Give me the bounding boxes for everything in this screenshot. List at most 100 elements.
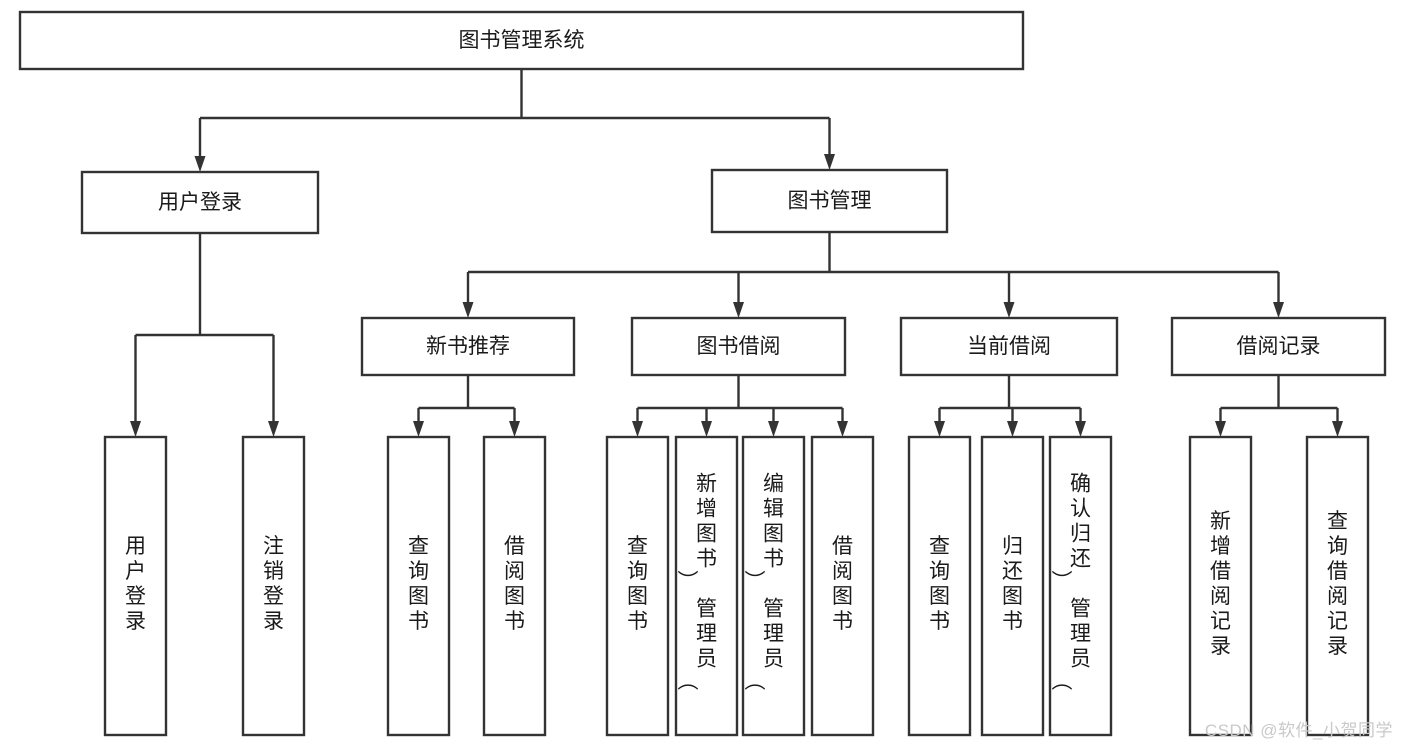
node-l4-leaf-bb-add[interactable]: 新增图书（管理员） — [674, 435, 739, 737]
arrow-head-icon — [509, 421, 520, 437]
node-l3-new-book-recommend[interactable]: 新书推荐 — [360, 316, 576, 377]
connector-arrow-leaf-cb-return — [1007, 421, 1018, 437]
node-l3-book-borrow[interactable]: 图书借阅 — [630, 316, 847, 377]
connector-arrow-new-book-recommend — [462, 302, 474, 318]
arrow-head-icon — [632, 421, 643, 437]
arrow-head-icon — [194, 156, 206, 172]
connector-layer — [130, 69, 1343, 437]
connector-arrow-leaf-nb-query — [413, 421, 424, 437]
node-box — [360, 316, 576, 377]
connector-arrow-leaf-cb-query — [934, 421, 945, 437]
node-l2-book-manage[interactable]: 图书管理 — [710, 168, 949, 234]
node-l4-leaf-bb-query[interactable]: 查询图书 — [605, 435, 670, 737]
node-label: 新增借阅记录 — [1210, 510, 1231, 658]
node-layer: 图书管理系统用户登录图书管理新书推荐图书借阅当前借阅借阅记录用户登录注销登录查询… — [18, 10, 1387, 737]
arrow-head-icon — [268, 421, 279, 437]
node-box — [899, 316, 1119, 377]
arrow-head-icon — [1007, 421, 1018, 437]
node-l4-leaf-bb-edit[interactable]: 编辑图书（管理员） — [741, 435, 806, 737]
node-box — [630, 316, 847, 377]
node-l3-borrow-record[interactable]: 借阅记录 — [1170, 316, 1387, 377]
connector-current-borrow — [934, 375, 1086, 437]
connector-book-manage — [462, 232, 1284, 318]
arrow-head-icon — [824, 154, 835, 170]
node-l4-leaf-user-login[interactable]: 用户登录 — [103, 435, 168, 737]
node-label: 查询图书 — [408, 535, 429, 633]
node-label: 借阅图书 — [832, 535, 853, 633]
node-label: 用户登录 — [125, 535, 146, 633]
node-l2-user-login[interactable]: 用户登录 — [80, 170, 320, 235]
node-label: 用户登录 — [158, 191, 242, 214]
arrow-head-icon — [413, 421, 424, 437]
connector-arrow-leaf-bb-query — [632, 421, 643, 437]
node-box — [1305, 435, 1370, 737]
arrow-head-icon — [1075, 421, 1086, 437]
node-box — [386, 435, 451, 737]
connector-root — [194, 69, 835, 172]
node-l4-leaf-br-query[interactable]: 查询借阅记录 — [1305, 435, 1370, 737]
node-box — [810, 435, 875, 737]
node-label: 查询借阅记录 — [1327, 510, 1348, 658]
node-box — [241, 435, 306, 737]
node-label: 新增图书（管理员） — [678, 473, 717, 691]
node-l4-leaf-bb-borrow[interactable]: 借阅图书 — [810, 435, 875, 737]
connector-arrow-leaf-bb-borrow — [837, 421, 848, 437]
connector-arrow-leaf-bb-add — [701, 421, 712, 437]
connector-book-borrow — [632, 375, 848, 437]
node-box — [18, 10, 1025, 71]
node-l4-leaf-cb-confirm[interactable]: 确认归还（管理员） — [1048, 435, 1113, 737]
node-box — [1048, 435, 1113, 737]
node-label: 图书管理 — [788, 190, 872, 213]
node-l4-leaf-br-add[interactable]: 新增借阅记录 — [1188, 435, 1253, 737]
node-box — [1170, 316, 1387, 377]
connector-arrow-leaf-bb-edit — [768, 421, 779, 437]
connector-arrow-leaf-br-query — [1332, 421, 1343, 437]
arrow-head-icon — [1215, 421, 1226, 437]
node-root-图书管理系统[interactable]: 图书管理系统 — [18, 10, 1025, 71]
node-label: 编辑图书（管理员） — [745, 473, 784, 691]
connector-borrow-record — [1215, 375, 1343, 437]
node-label: 查询图书 — [929, 535, 950, 633]
arrow-head-icon — [733, 302, 744, 318]
watermark: CSDN @软件_小贺同学 — [1204, 721, 1393, 740]
node-label: 新书推荐 — [426, 335, 510, 358]
node-l4-leaf-nb-query[interactable]: 查询图书 — [386, 435, 451, 737]
node-label: 查询图书 — [627, 535, 648, 633]
connector-arrow-leaf-br-add — [1215, 421, 1226, 437]
arrow-head-icon — [1273, 302, 1284, 318]
node-l3-current-borrow[interactable]: 当前借阅 — [899, 316, 1119, 377]
arrow-head-icon — [701, 421, 712, 437]
node-label: 当前借阅 — [967, 335, 1051, 358]
node-label: 归还图书 — [1002, 535, 1023, 633]
node-l4-leaf-logout[interactable]: 注销登录 — [241, 435, 306, 737]
connector-arrow-borrow-record — [1273, 302, 1284, 318]
node-label: 图书管理系统 — [459, 29, 585, 52]
connector-arrow-leaf-logout — [268, 421, 279, 437]
arrow-head-icon — [768, 421, 779, 437]
node-l4-leaf-nb-borrow[interactable]: 借阅图书 — [482, 435, 547, 737]
node-l4-leaf-cb-query[interactable]: 查询图书 — [907, 435, 972, 737]
arrow-head-icon — [462, 302, 474, 318]
node-box — [741, 435, 806, 737]
connector-arrow-leaf-nb-borrow — [509, 421, 520, 437]
node-box — [103, 435, 168, 737]
arrow-head-icon — [130, 421, 141, 437]
node-label: 借阅图书 — [504, 535, 525, 633]
node-l4-leaf-cb-return[interactable]: 归还图书 — [980, 435, 1045, 737]
connector-new-book-recommend — [413, 375, 520, 437]
connector-arrow-book-manage — [824, 154, 835, 170]
arrow-head-icon — [1332, 421, 1343, 437]
node-label: 注销登录 — [263, 535, 284, 633]
node-box — [482, 435, 547, 737]
connector-arrow-user-login — [194, 156, 206, 172]
node-label: 图书借阅 — [697, 335, 781, 358]
node-box — [1188, 435, 1253, 737]
node-box — [80, 170, 320, 235]
node-box — [674, 435, 739, 737]
node-label: 借阅记录 — [1237, 335, 1321, 358]
node-box — [710, 168, 949, 234]
connector-user-login — [130, 233, 279, 437]
connector-arrow-leaf-cb-confirm — [1075, 421, 1086, 437]
